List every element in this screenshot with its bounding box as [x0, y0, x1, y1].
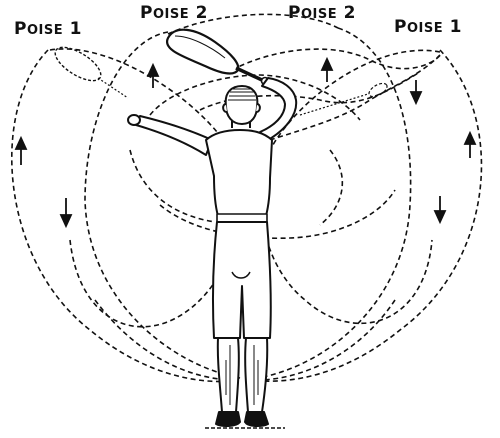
torso: [205, 129, 273, 217]
right-shoe: [244, 411, 269, 428]
arrow-down-icon: [59, 198, 73, 229]
arrow-up-icon: [463, 130, 477, 158]
right-arm: [259, 77, 298, 141]
club-right-faded: [299, 82, 388, 116]
top-arc-2: [231, 48, 443, 71]
arrow-up-icon: [320, 56, 334, 82]
label-poise1-left: POISE 1: [14, 19, 82, 39]
arrow-down-icon: [433, 196, 447, 225]
right-leg: [244, 337, 269, 413]
mid-arc-5: [129, 149, 216, 223]
outer-right-arc: [249, 49, 483, 382]
mid-arc-4: [159, 189, 396, 240]
poise2-left-arc: [84, 31, 241, 379]
bottom-left-arc: [94, 299, 236, 381]
bottom-right-arc: [257, 299, 396, 381]
left-leg: [216, 337, 240, 413]
label-poise2-left: POISE 2: [140, 3, 208, 23]
label-poise1-right: POISE 1: [394, 17, 462, 37]
direction-arrows: [14, 56, 477, 229]
left-loop-arc: [49, 48, 241, 328]
left-arm: [135, 115, 213, 156]
belt: [216, 213, 268, 223]
arrow-down-icon: [409, 80, 423, 106]
leg-shading: [225, 345, 259, 405]
club-poise2: [165, 28, 270, 86]
top-arc-1: [167, 13, 339, 35]
outer-left-arc: [10, 49, 241, 383]
mid-arc-3: [269, 54, 441, 141]
inner-right-arc: [319, 149, 344, 226]
arrow-up-icon: [146, 62, 160, 88]
man-figure: [127, 77, 298, 429]
mid-arc-1: [149, 74, 361, 121]
shorts: [212, 221, 272, 339]
hair-shading: [228, 88, 256, 101]
poise2-right-arc: [257, 27, 412, 379]
label-poise2-right: POISE 2: [288, 3, 356, 23]
club-poise1-left: [54, 46, 129, 99]
left-shoe: [215, 411, 241, 428]
arrow-up-icon: [14, 135, 28, 165]
